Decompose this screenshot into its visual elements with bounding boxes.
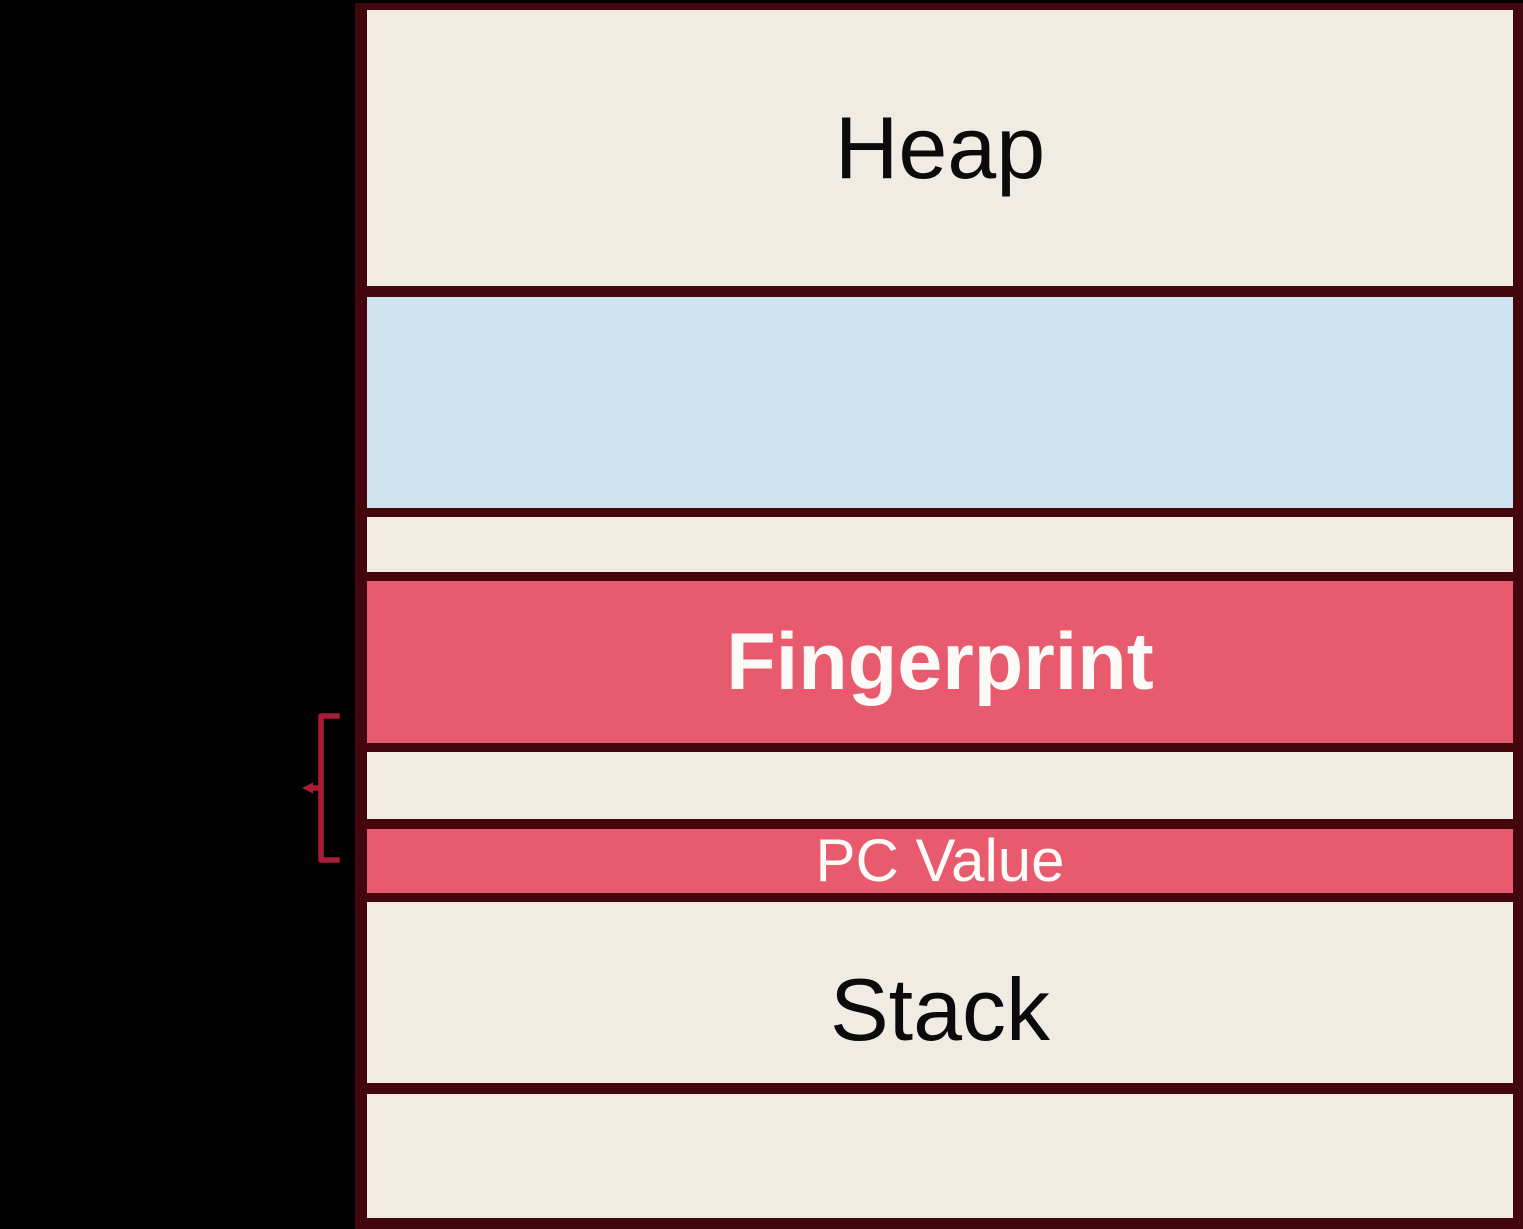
spacer-box-2 <box>367 752 1513 819</box>
spacer-box-1 <box>367 517 1513 572</box>
stack-label: Stack <box>829 959 1051 1059</box>
pc-value-label: PC Value <box>815 827 1065 894</box>
bottom-box <box>367 1094 1513 1218</box>
fingerprint-box: Fingerprint <box>367 581 1513 743</box>
left-brace-icon <box>302 713 340 863</box>
pc-value-box: PC Value <box>367 829 1513 893</box>
heap-label: Heap <box>834 98 1046 197</box>
memory-column: Heap Fingerprint PC Value Stack <box>355 3 1523 1229</box>
stack-box: Stack <box>367 902 1513 1083</box>
blue-region-box <box>367 297 1513 508</box>
fingerprint-label: Fingerprint <box>726 616 1154 707</box>
heap-box: Heap <box>367 10 1513 286</box>
